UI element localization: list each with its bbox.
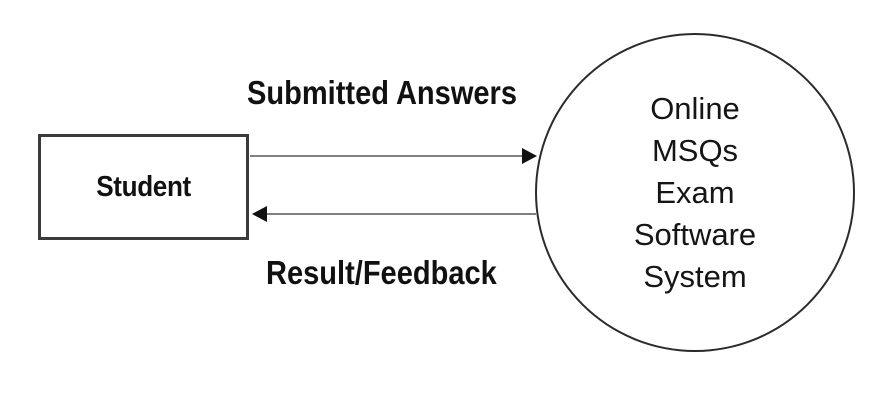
flow-label-result-feedback: Result/Feedback <box>266 254 497 291</box>
flow-arrowhead-right <box>522 148 537 164</box>
external-entity-label: Student <box>96 170 191 203</box>
external-entity-student[interactable]: Student <box>38 134 249 240</box>
flow-arrowhead-left <box>252 206 267 222</box>
flow-label-submitted-answers: Submitted Answers <box>247 74 518 111</box>
process-online-msqs-exam-software-system[interactable] <box>535 33 855 352</box>
